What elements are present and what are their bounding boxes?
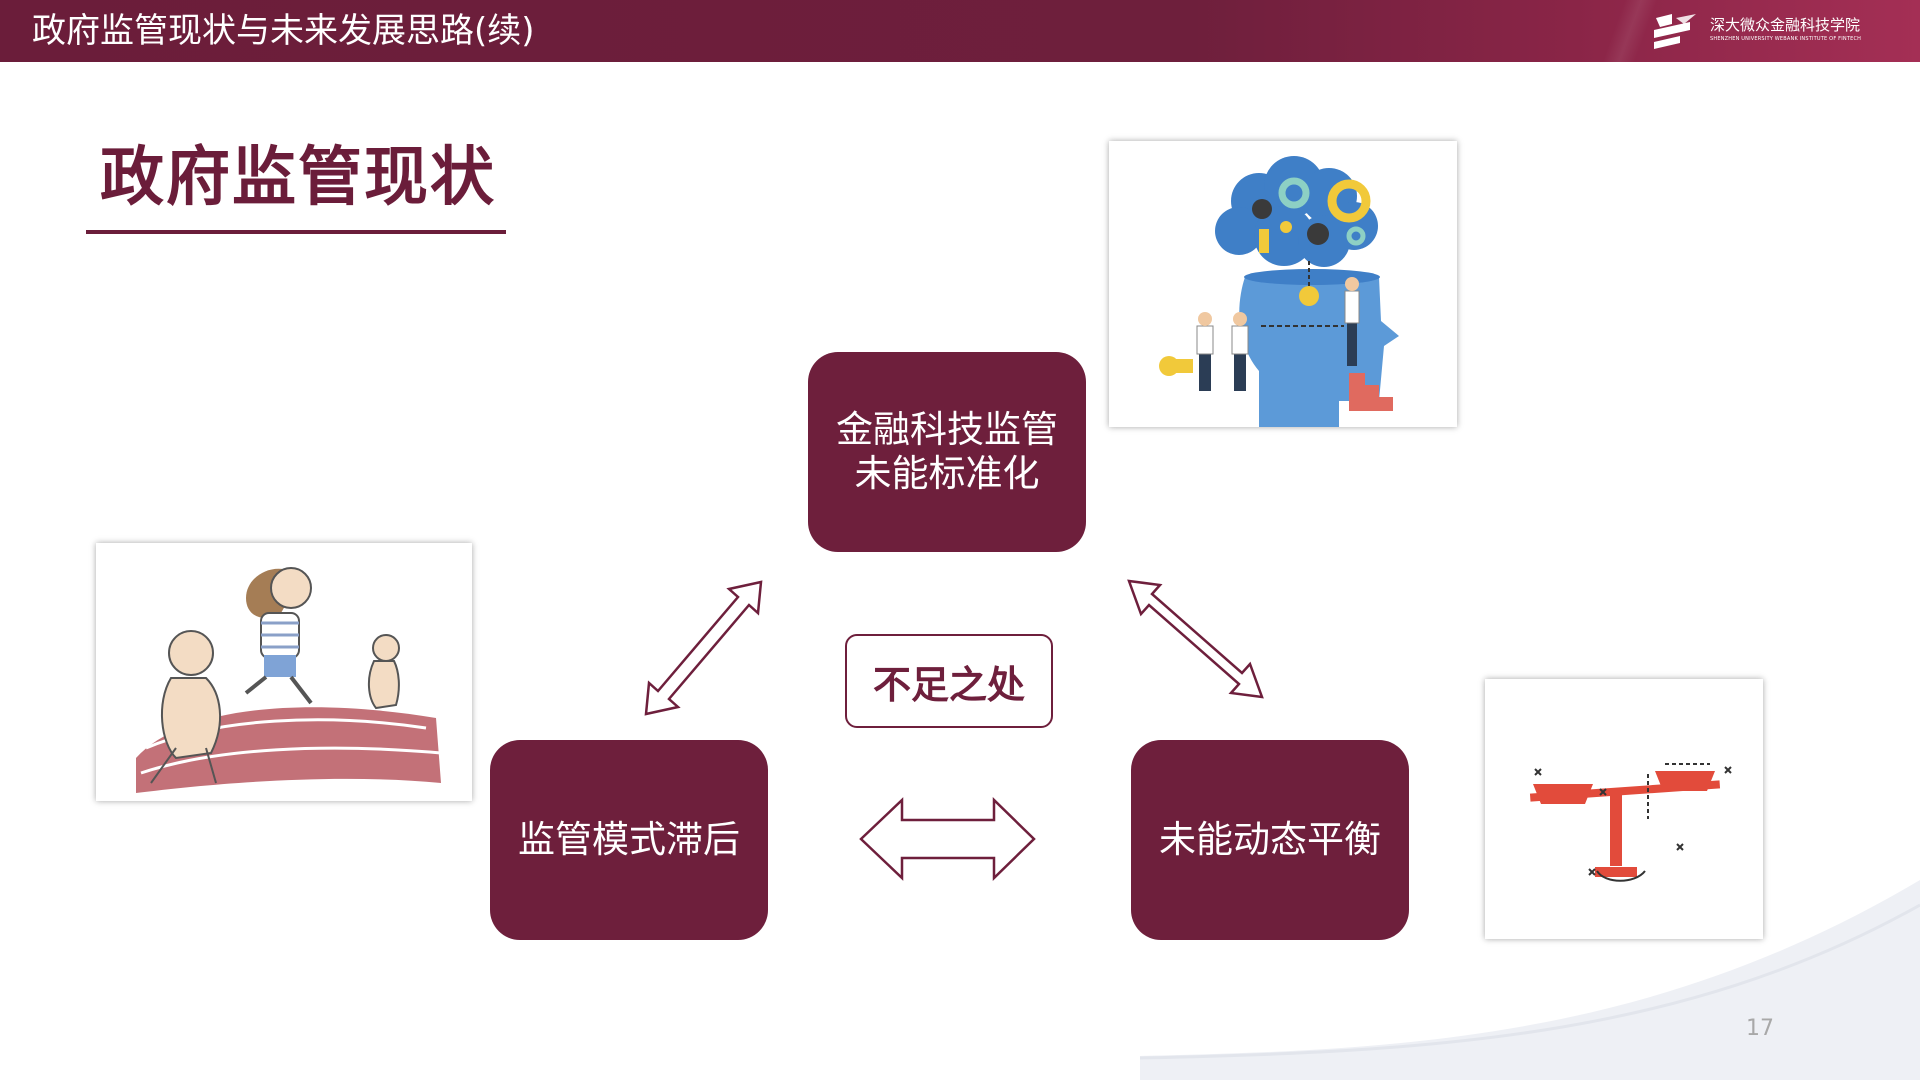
issue-text: 未能动态平衡 [1159,818,1381,861]
cloud-icon [1215,156,1378,267]
light-bulb-icon [1299,286,1319,306]
title-underline [86,230,506,234]
double-arrow-left-diagonal [644,580,763,716]
slide-header-title: 政府监管现状与未来发展思路(续) [32,11,535,51]
running-race-illustration [96,543,472,801]
page-number: 17 [1746,1016,1774,1041]
gear-icon [1327,179,1371,223]
center-label-box: 不足之处 [845,634,1053,728]
runner-figure [150,630,222,784]
double-arrow-right-diagonal [1127,579,1264,699]
logo-name: 深大微众金融科技学院 [1710,16,1861,34]
brain-gears-illustration [1109,141,1457,427]
logo-subtitle: SHENZHEN UNIVERSITY WEBANK INSTITUTE OF … [1710,36,1862,42]
center-label-text: 不足之处 [872,662,1025,707]
logo-mark-icon [1654,14,1696,49]
issue-text-line1: 金融科技监管 [836,408,1058,451]
issue-box-standardization: 金融科技监管 未能标准化 [808,352,1086,552]
issue-box-dynamic-balance: 未能动态平衡 [1131,740,1409,940]
issue-text-line2: 未能标准化 [854,452,1040,495]
child-runner-figure [368,634,400,710]
stairs-icon [1349,373,1393,411]
issue-text: 监管模式滞后 [518,818,740,861]
double-arrow-horizontal [859,797,1036,881]
girl-runner-figure [244,567,313,705]
header-bar: 政府监管现状与未来发展思路(续) 深大微众金融科技学院 SHENZHEN UNI… [0,0,1920,62]
institute-logo: 深大微众金融科技学院 SHENZHEN UNIVERSITY WEBANK IN… [1650,12,1880,52]
scale-icon [1529,771,1721,877]
balance-scale-illustration [1485,679,1763,939]
section-title: 政府监管现状 [100,141,496,215]
issue-box-lagging-model: 监管模式滞后 [490,740,768,940]
